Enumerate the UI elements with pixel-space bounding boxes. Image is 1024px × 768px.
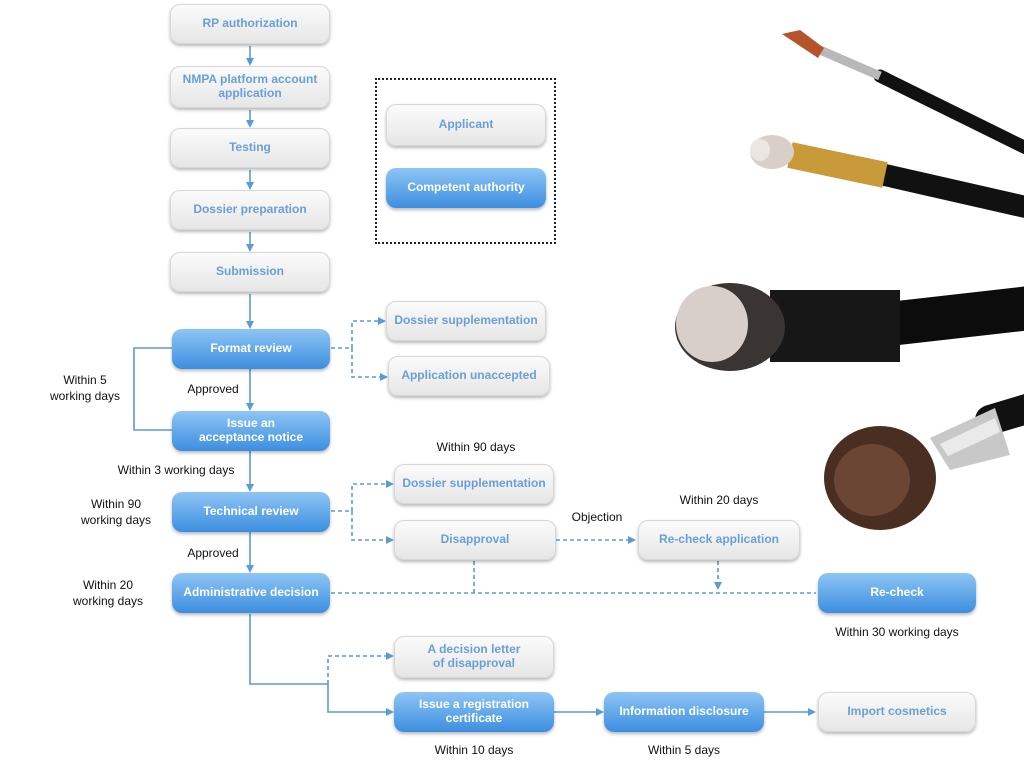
label-within-20-working-days: Within 20 working days bbox=[58, 578, 158, 609]
nmpa-line-1: NMPA platform account bbox=[182, 72, 318, 87]
recheck-application-step: Re-check application bbox=[638, 520, 800, 560]
registration-line-2: certificate bbox=[445, 711, 503, 725]
bracket-within-5-days bbox=[133, 347, 172, 431]
acceptance-notice-step: Issue an acceptance notice bbox=[172, 411, 330, 451]
within20-line-1: Within 20 bbox=[82, 578, 134, 592]
label-within-20-days: Within 20 days bbox=[679, 493, 759, 507]
import-cosmetics-step: Import cosmetics bbox=[818, 692, 976, 732]
format-review-step: Format review bbox=[172, 329, 330, 369]
eyeshadow-brush-image bbox=[750, 135, 1024, 218]
dossier-supplementation-step-1: Dossier supplementation bbox=[386, 301, 546, 341]
submission-step: Submission bbox=[170, 252, 330, 292]
dashed-technical-to-disapproval bbox=[351, 511, 394, 544]
decision-letter-disapproval-step: A decision letter of disapproval bbox=[394, 636, 554, 678]
within20-line-2: working days bbox=[72, 593, 144, 608]
recheck-step: Re-check bbox=[818, 573, 976, 613]
decision-letter-line-2: of disapproval bbox=[432, 656, 515, 670]
nmpa-line-2: application bbox=[218, 86, 282, 100]
application-unaccepted-step: Application unaccepted bbox=[388, 356, 550, 396]
registration-line-1: Issue a registration bbox=[418, 697, 530, 712]
registration-certificate-step: Issue a registration certificate bbox=[394, 692, 554, 732]
acceptance-line-1: Issue an bbox=[226, 416, 276, 431]
label-objection: Objection bbox=[571, 510, 623, 524]
dossier-preparation-step: Dossier preparation bbox=[170, 190, 330, 230]
flat-brush-image bbox=[782, 30, 1024, 155]
legend-applicant: Applicant bbox=[386, 104, 546, 146]
label-within-5-working-days: Within 5 working days bbox=[40, 373, 130, 404]
dashed-technical-to-supplementation bbox=[331, 480, 394, 512]
administrative-decision-step: Administrative decision bbox=[172, 573, 330, 613]
label-approved-2: Approved bbox=[187, 546, 239, 560]
dashed-format-to-supplementation bbox=[331, 317, 386, 349]
acceptance-line-2: acceptance notice bbox=[198, 430, 304, 444]
label-within-90-working-days: Within 90 working days bbox=[66, 497, 166, 528]
legend-box bbox=[375, 78, 556, 244]
foundation-brush-image bbox=[675, 283, 1024, 371]
within90-line-1: Within 90 bbox=[90, 497, 142, 511]
nmpa-account-application-step: NMPA platform account application bbox=[170, 66, 330, 108]
decision-letter-line-1: A decision letter bbox=[427, 642, 521, 657]
dossier-supplementation-step-2: Dossier supplementation bbox=[394, 464, 554, 504]
label-within-30-working-days: Within 30 working days bbox=[835, 625, 959, 639]
dashed-format-to-unaccepted bbox=[351, 348, 388, 381]
label-within-90-days: Within 90 days bbox=[436, 440, 516, 454]
line-admin-to-registration bbox=[249, 614, 394, 716]
dashed-to-decision-letter bbox=[327, 652, 394, 684]
within90-line-2: working days bbox=[80, 512, 152, 527]
within5-line-1: Within 5 bbox=[63, 373, 107, 387]
legend-competent-authority: Competent authority bbox=[386, 168, 546, 208]
label-within-10-days: Within 10 days bbox=[434, 743, 514, 757]
within5-line-2: working days bbox=[49, 388, 121, 403]
label-within-3-working-days: Within 3 working days bbox=[117, 463, 235, 477]
disapproval-step: Disapproval bbox=[394, 520, 556, 560]
rp-authorization-step: RP authorization bbox=[170, 4, 330, 44]
testing-step: Testing bbox=[170, 128, 330, 168]
label-within-5-days: Within 5 days bbox=[647, 743, 721, 757]
label-approved-1: Approved bbox=[187, 382, 239, 396]
information-disclosure-step: Information disclosure bbox=[604, 692, 764, 732]
technical-review-step: Technical review bbox=[172, 492, 330, 532]
blush-brush-image bbox=[824, 394, 1024, 530]
